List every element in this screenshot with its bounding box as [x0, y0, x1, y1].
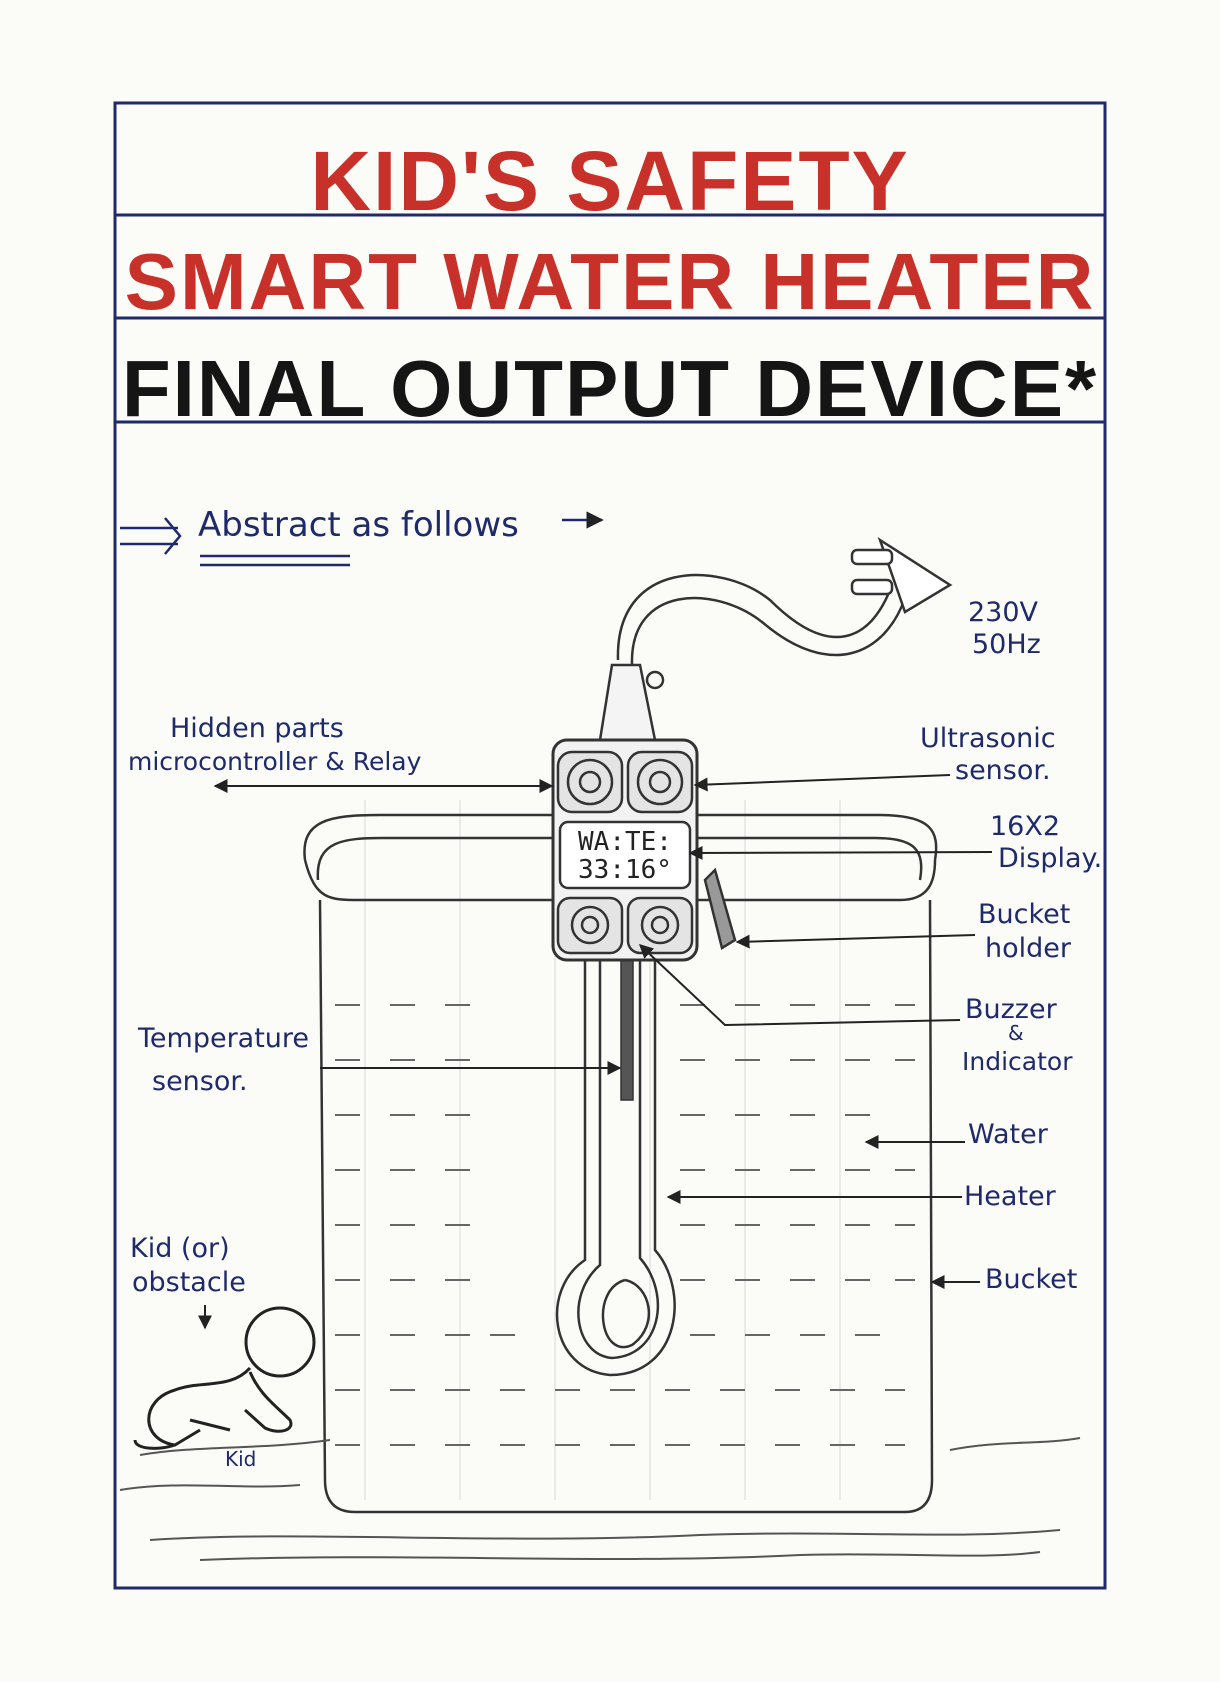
subtitle: Abstract as follows	[198, 505, 519, 545]
display-line-1: WA:TE:	[563, 828, 687, 856]
label-kid-or: Kid (or)	[130, 1232, 230, 1265]
title-line-2: SMART WATER HEATER	[115, 236, 1105, 328]
ground-strokes	[120, 1438, 1080, 1560]
cord-sleeve	[600, 665, 663, 740]
heater-coil	[557, 955, 675, 1375]
label-hidden-parts: Hidden parts	[170, 712, 344, 745]
label-temperature-sensor: sensor.	[152, 1065, 248, 1098]
temperature-probe	[621, 955, 633, 1100]
display-line-2: 33:16°	[563, 856, 687, 884]
label-bucket-holder-2: holder	[985, 932, 1071, 965]
label-obstacle: obstacle	[132, 1266, 246, 1299]
label-temperature: Temperature	[138, 1022, 309, 1055]
label-power-frequency: 50Hz	[972, 628, 1041, 661]
label-power-voltage: 230V	[968, 596, 1038, 629]
plug-icon	[852, 540, 950, 612]
label-display: Display.	[998, 842, 1102, 875]
label-kid: Kid	[225, 1448, 256, 1470]
title-line-3: FINAL OUTPUT DEVICE*	[115, 343, 1105, 435]
label-bucket: Bucket	[985, 1263, 1077, 1296]
label-ultrasonic-sensor: sensor.	[955, 754, 1051, 787]
label-water: Water	[968, 1118, 1048, 1151]
kid-figure-icon	[135, 1308, 314, 1448]
label-buzzer-and: &	[1008, 1022, 1024, 1044]
bucket-holder-bracket	[705, 870, 735, 948]
label-ultrasonic: Ultrasonic	[920, 722, 1056, 755]
label-indicator: Indicator	[962, 1045, 1072, 1078]
label-heater: Heater	[964, 1180, 1056, 1213]
label-bucket-holder-1: Bucket	[978, 898, 1070, 931]
title-line-1: KID'S SAFETY	[115, 133, 1105, 230]
label-microcontroller-relay: microcontroller & Relay	[128, 745, 421, 778]
label-display-size: 16X2	[990, 810, 1060, 843]
